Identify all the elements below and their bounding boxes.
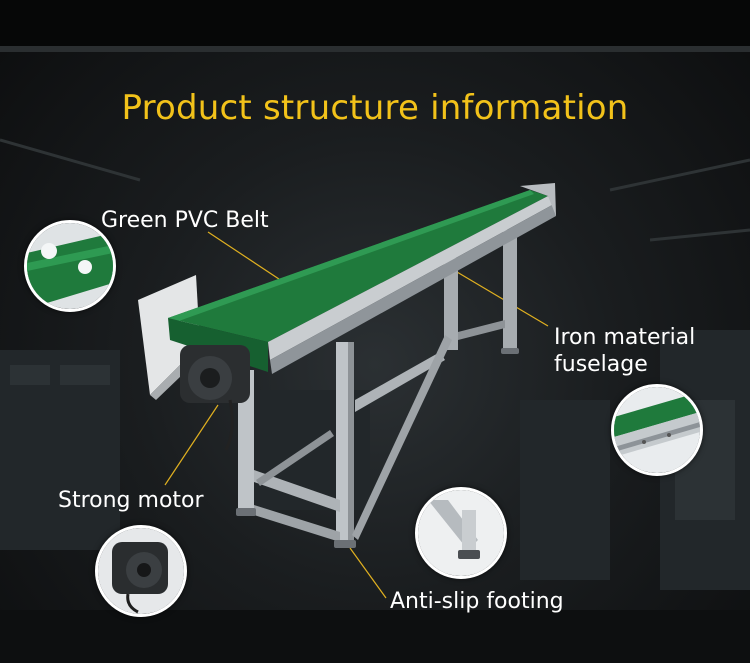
side-rail — [268, 196, 554, 360]
label-green-pvc-belt: Green PVC Belt — [101, 208, 269, 233]
motor-cover — [138, 275, 200, 395]
label-strong-motor: Strong motor — [58, 488, 204, 513]
motor-closeup-icon — [95, 525, 187, 617]
rail-closeup-icon — [611, 384, 703, 476]
belt-surface — [168, 190, 548, 342]
page-title: Product structure information — [121, 88, 629, 128]
belt-closeup-icon — [24, 220, 116, 312]
label-anti-slip-footing: Anti-slip footing — [390, 589, 564, 614]
label-iron-line-2: fuselage — [554, 352, 648, 377]
label-iron-line-1: Iron material — [554, 325, 696, 350]
footing-closeup-icon — [415, 487, 507, 579]
label-iron-material-fuselage: Iron material fuselage — [554, 324, 695, 378]
